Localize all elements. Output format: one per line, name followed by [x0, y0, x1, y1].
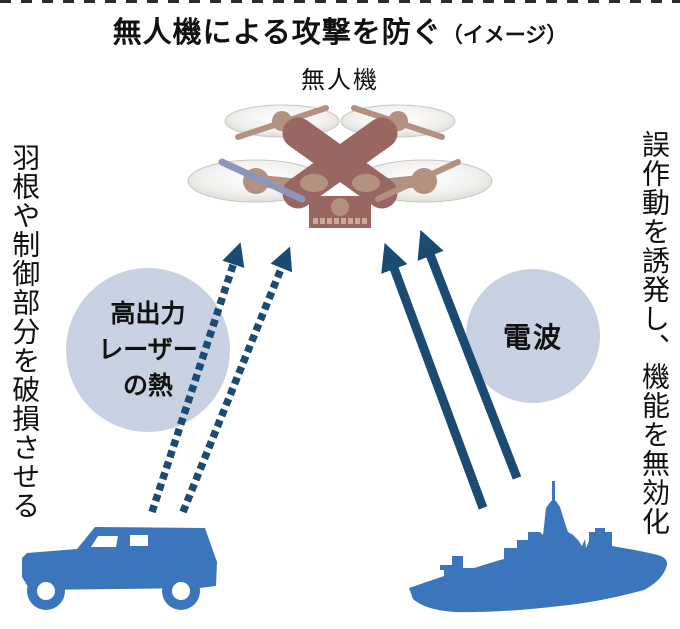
radio-wave-arrow-2 — [417, 229, 522, 480]
vehicle-wheel-hub — [172, 582, 190, 600]
radio-wave-bubble-label: 電波 — [502, 322, 563, 353]
armored-vehicle — [22, 527, 217, 610]
shoulder-fairing — [352, 174, 380, 192]
ship-hull — [409, 501, 668, 613]
vehicle-window — [130, 535, 148, 546]
camera-unit — [309, 196, 371, 228]
left-caption: 羽根や制御部分を破損させる — [9, 143, 41, 520]
diagram-title-note: （イメージ） — [441, 24, 568, 47]
shoulder-fairing — [300, 174, 328, 192]
vehicle-body — [22, 527, 217, 590]
radio-wave-arrow-1 — [381, 242, 488, 510]
propeller-blade — [375, 159, 461, 202]
vehicle-antenna — [209, 560, 212, 582]
propeller-blade-front-left — [218, 158, 306, 203]
top-edge-dashed-rule — [0, 0, 680, 3]
laser-heat-bubble-label: 高出力 レーザー の熱 — [98, 300, 198, 400]
dashed-laser-arrow-2 — [179, 246, 293, 514]
destroyer-ship — [409, 481, 668, 613]
radio-wave-bubble: 電波 — [466, 269, 600, 403]
laser-heat-bubble: 高出力 レーザー の熱 — [66, 268, 230, 432]
drone-label: 無人機 — [301, 67, 379, 94]
laser-beam-arrows — [148, 242, 293, 514]
radio-wave-arrows — [381, 229, 522, 510]
diagram-title: 無人機による攻撃を防ぐ — [112, 17, 442, 49]
quadcopter-drone — [187, 104, 493, 228]
vehicle-wheel-hub — [37, 582, 55, 600]
vehicle-window — [91, 536, 118, 547]
ship-mast-antenna — [552, 481, 555, 505]
right-caption: 誤作動を誘発し、機能を無効化 — [639, 130, 670, 536]
diagram-title-row: 無人機による攻撃を防ぐ（イメージ） — [0, 9, 680, 51]
